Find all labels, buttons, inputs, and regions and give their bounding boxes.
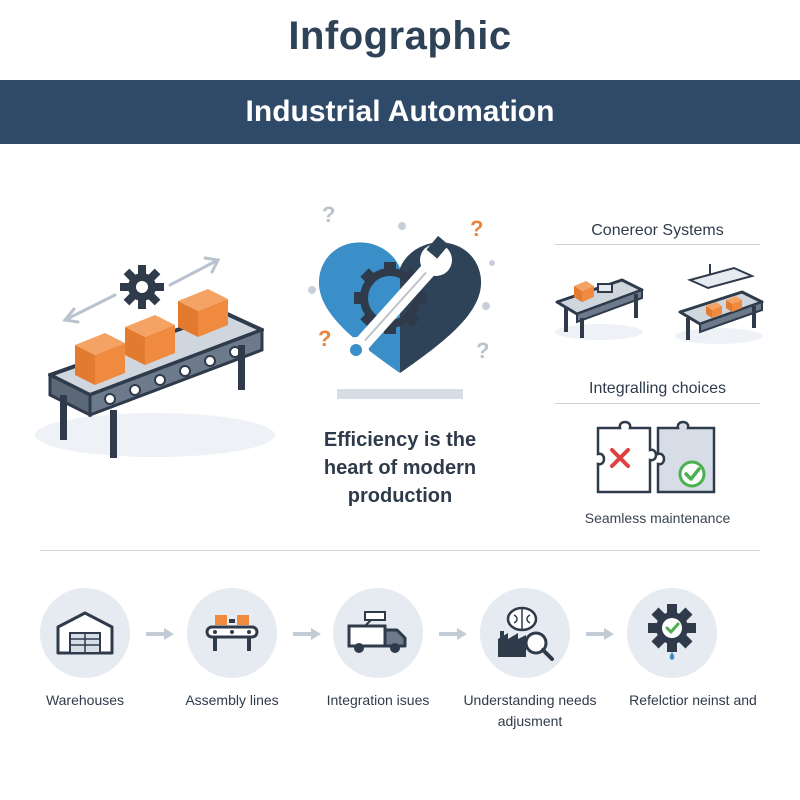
arrow-right-icon	[293, 628, 321, 640]
tagline-line: heart of modern	[323, 457, 477, 479]
brain-factory-icon	[498, 606, 554, 661]
arrow-right-icon	[586, 628, 614, 640]
banner-title: Industrial Automation	[245, 95, 555, 128]
maintenance-caption: Seamless maintenance	[584, 510, 731, 526]
warehouse-icon	[56, 611, 114, 655]
truck-icon	[347, 611, 407, 653]
box-icon	[178, 289, 228, 337]
question-mark: ?	[476, 338, 489, 363]
step-integration-issues	[333, 588, 423, 678]
side-divider	[555, 403, 760, 404]
check-icon	[678, 460, 706, 488]
assembly-line-icon	[205, 615, 259, 651]
step-label: Refelctior neinst and	[629, 692, 757, 708]
step-label: Integration isues	[326, 692, 430, 708]
gear-check-icon	[648, 604, 696, 660]
question-mark: ?	[318, 326, 331, 351]
tagline-line: production	[347, 485, 453, 507]
cross-icon	[610, 448, 630, 468]
step-warehouses	[40, 588, 130, 678]
step-understanding-needs	[480, 588, 570, 678]
step-assembly-lines	[187, 588, 277, 678]
arrow-left-icon	[62, 293, 117, 324]
section-divider	[40, 550, 760, 551]
arrow-right-icon	[439, 628, 467, 640]
tagline: Efficiency is the heart of modern produc…	[290, 426, 510, 510]
arrow-right-icon	[168, 256, 221, 287]
gear-icon	[120, 265, 164, 309]
step-label: Understanding needs adjusment	[463, 692, 597, 729]
mini-conveyor-icon	[555, 278, 644, 340]
step-label: Warehouses	[45, 692, 125, 708]
step-reflection	[627, 588, 717, 678]
box-icon	[125, 315, 175, 365]
page-title: Infographic	[288, 14, 512, 58]
side-divider	[555, 244, 760, 245]
overhead-conveyor-icon	[675, 264, 764, 344]
banner: Industrial Automation	[0, 80, 800, 144]
conveyor-systems-heading: Conereor Systems	[591, 222, 724, 239]
tagline-line: Efficiency is the	[323, 429, 477, 451]
box-icon	[75, 333, 125, 385]
conveyor-illustration	[35, 256, 275, 458]
wrench-icon	[343, 235, 452, 363]
step-label: Assembly lines	[185, 692, 279, 708]
arrow-right-icon	[146, 628, 174, 640]
heart-wrench-illustration: ? ? ? ?	[308, 202, 495, 373]
choices-heading: Integralling choices	[589, 380, 726, 397]
tagline-underline	[337, 389, 463, 399]
question-mark: ?	[322, 202, 335, 227]
question-mark: ?	[470, 216, 483, 241]
puzzle-icon	[596, 420, 716, 494]
